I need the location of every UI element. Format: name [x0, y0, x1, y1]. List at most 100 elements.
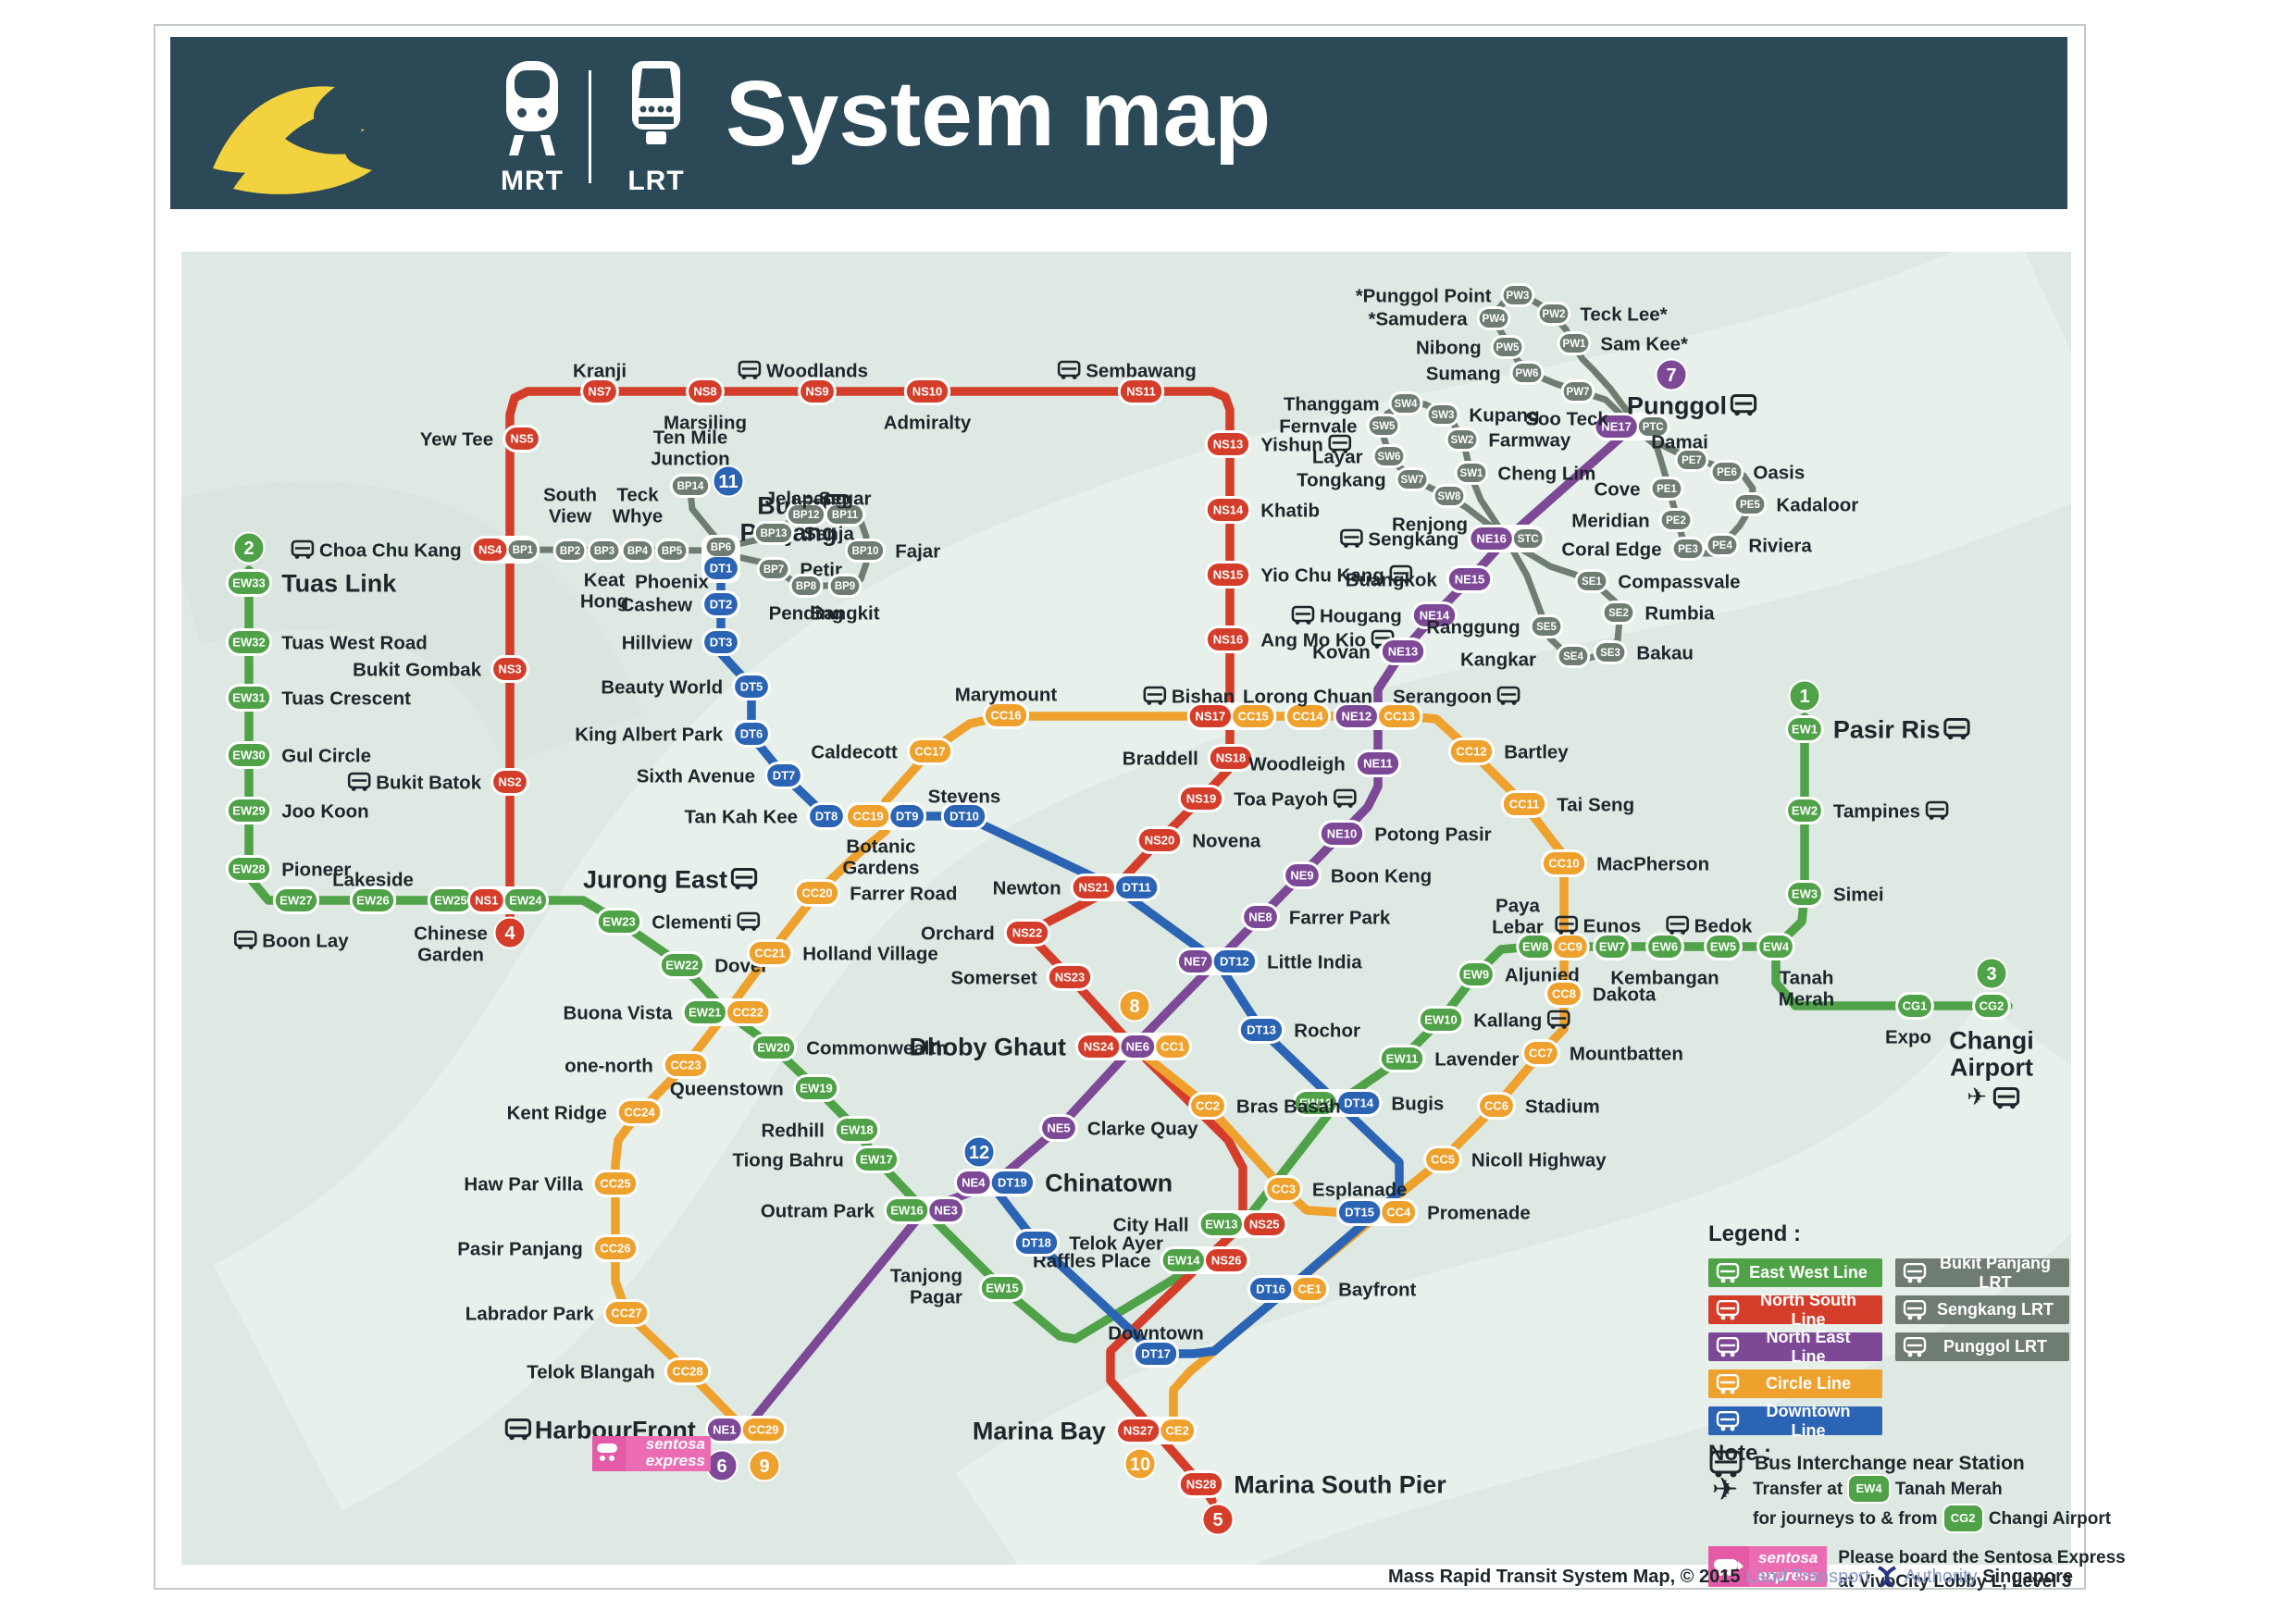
station-label: Pasir Ris [1833, 716, 1941, 744]
svg-text:EW26: EW26 [356, 894, 389, 908]
svg-text:NE11: NE11 [1363, 757, 1393, 771]
plane-icon: ✈ [1967, 1083, 1987, 1110]
svg-text:BP9: BP9 [835, 581, 855, 592]
svg-text:CG1: CG1 [1903, 999, 1928, 1013]
line-ns-2 [505, 387, 1247, 1505]
sentosa-word-2: express [1758, 1567, 1818, 1584]
svg-text:CC6: CC6 [1484, 1099, 1508, 1113]
station-label: Choa Chu Kang [319, 539, 462, 561]
bus-icon [730, 868, 758, 890]
svg-text:NS5: NS5 [510, 432, 533, 446]
lta-logo [196, 50, 437, 203]
station-label: Hougang [1320, 605, 1402, 626]
svg-text:NS28: NS28 [1186, 1478, 1217, 1492]
svg-text:CC2: CC2 [1196, 1099, 1220, 1113]
station-label: Sembawang [1086, 360, 1197, 381]
svg-text:CC16: CC16 [990, 709, 1021, 723]
svg-text:CC15: CC15 [1238, 710, 1269, 724]
svg-text:express: express [646, 1452, 705, 1469]
terminus-3: 3 [1975, 957, 2008, 990]
station-label: Cove [1594, 478, 1640, 500]
svg-text:EW3: EW3 [1792, 887, 1818, 901]
station-label: Dakota [1593, 984, 1657, 1005]
station-label: Kranji [573, 360, 627, 381]
svg-text:BP11: BP11 [832, 510, 859, 521]
terminus-7: 7 [1655, 358, 1688, 391]
svg-text:EW17: EW17 [860, 1153, 892, 1167]
station-label: Cashew [621, 594, 693, 615]
legend-item-sengkang-lrt: Sengkang LRT [1895, 1295, 2069, 1324]
bus-icon [1943, 718, 1970, 740]
svg-text:1: 1 [1799, 687, 1809, 707]
station-label: Ang Mo Kio [1260, 629, 1366, 650]
station-label: Jurong East [583, 866, 727, 894]
svg-text:NE6: NE6 [1126, 1040, 1149, 1054]
station-label: Yew Tee [420, 428, 493, 450]
station-label: Woodlands [766, 360, 868, 381]
note-sentosa-text-1: Please board the Sentosa Express [1838, 1548, 2126, 1567]
cg2-badge: CG2 [1942, 1504, 1984, 1533]
station-label: Commonwealth [806, 1037, 948, 1059]
station-label: Somerset [950, 967, 1037, 988]
sentosa-express-logo: sentosa express [1708, 1546, 1828, 1587]
page-frame [154, 24, 2086, 1590]
station-label: Renjong [1392, 514, 1468, 535]
svg-text:7: 7 [1666, 365, 1676, 386]
svg-text:CC24: CC24 [624, 1106, 655, 1120]
svg-text:BP1: BP1 [513, 545, 534, 556]
svg-text:CC19: CC19 [852, 810, 883, 824]
station-label: Tai Seng [1557, 794, 1634, 815]
svg-text:PW6: PW6 [1516, 368, 1539, 379]
station-label: Admiralty [884, 412, 972, 433]
station-label: Telok Blangah [527, 1361, 655, 1382]
station-label: Toa Payoh [1234, 788, 1328, 810]
station-label: *Samudera [1368, 308, 1468, 329]
note-sentosa: sentosa express Please board the Sentosa… [1708, 1546, 2153, 1594]
station-label: Downtown [1108, 1322, 1204, 1344]
svg-text:EW25: EW25 [434, 894, 466, 908]
legend-item-bukit-panjang-lrt: Bukit Panjang LRT [1895, 1254, 2069, 1292]
station-label: Yio Chu Kang [1260, 564, 1384, 586]
svg-text:DT13: DT13 [1247, 1023, 1276, 1037]
station-pw4: PW4*Samudera [1368, 306, 1511, 330]
svg-text:CC27: CC27 [611, 1307, 641, 1320]
station-label: Telok Ayer [1069, 1233, 1163, 1254]
svg-text:BP5: BP5 [662, 546, 683, 557]
station-label: Tongkang [1297, 469, 1385, 490]
svg-text:DT2: DT2 [710, 598, 733, 612]
station-label: Compassvale [1618, 571, 1740, 592]
credit-suffix: Singapore [1982, 1567, 2073, 1587]
bus-icon [1546, 1010, 1570, 1029]
svg-text:NE10: NE10 [1327, 827, 1358, 841]
svg-text:NS20: NS20 [1145, 834, 1175, 848]
